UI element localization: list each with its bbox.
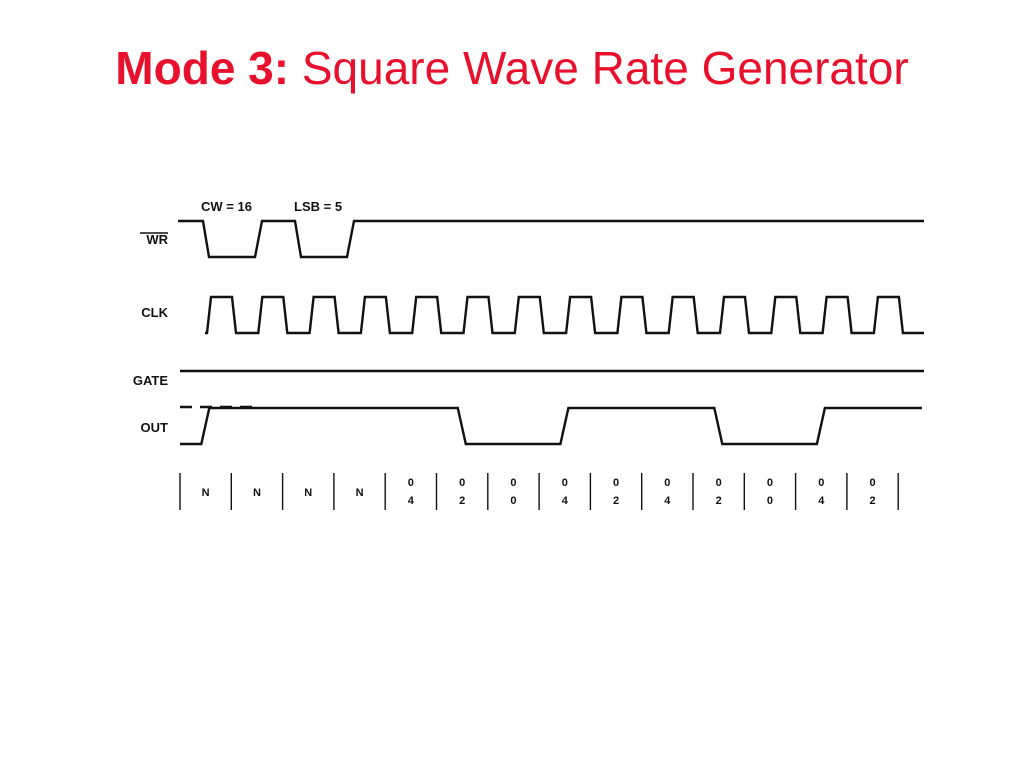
counter-value-low-byte: 4 [408, 495, 415, 507]
counter-value-low-byte: 4 [562, 495, 569, 507]
out-label: OUT [141, 420, 169, 435]
counter-value-low-byte: 2 [613, 495, 619, 507]
counter-value-high-byte: 0 [869, 477, 875, 489]
counter-value-low-byte: 2 [459, 495, 465, 507]
wr-waveform [178, 219, 924, 259]
counter-value-high-byte: 0 [408, 477, 414, 489]
gate-label: GATE [133, 373, 168, 388]
counter-value-low-byte: 4 [818, 495, 825, 507]
counter-cell: 04 [408, 477, 415, 507]
counter-value-high-byte: 0 [459, 477, 465, 489]
lsb-annotation: LSB = 5 [294, 199, 342, 214]
counter-value-low-byte: 0 [767, 495, 773, 507]
counter-value-low-byte: 0 [510, 495, 516, 507]
counter-value: N [202, 487, 210, 499]
control-word-annotation: CW = 16 [201, 199, 252, 214]
counter-cell: N [253, 487, 261, 499]
counter-cell: 04 [664, 477, 671, 507]
counter-cell: N [202, 487, 210, 499]
counter-value-low-byte: 2 [869, 495, 875, 507]
counter-cell: N [304, 487, 312, 499]
counter-value-high-byte: 0 [510, 477, 516, 489]
counter-cell: 02 [459, 477, 465, 507]
counter-cell: 04 [818, 477, 825, 507]
clk-waveform [205, 295, 924, 335]
counter-value-high-byte: 0 [613, 477, 619, 489]
title-mode: Mode 3: [115, 42, 290, 94]
counter-cell: 00 [767, 477, 773, 507]
counter-cell: 02 [716, 477, 722, 507]
counter-value-high-byte: 0 [767, 477, 773, 489]
counter-value: N [304, 487, 312, 499]
title-description: Square Wave Rate Generator [301, 42, 909, 94]
counter-value-low-byte: 4 [664, 495, 671, 507]
counter-value-high-byte: 0 [818, 477, 824, 489]
counter-value-high-byte: 0 [716, 477, 722, 489]
counter-value-low-byte: 2 [716, 495, 722, 507]
counter-value: N [356, 487, 364, 499]
counter-cell: 02 [613, 477, 619, 507]
counter-cell: 00 [510, 477, 516, 507]
clk-label: CLK [141, 305, 168, 320]
wr-label: WR [146, 232, 168, 247]
counter-cell: 02 [869, 477, 875, 507]
slide-title: Mode 3: Square Wave Rate Generator [0, 38, 1024, 98]
counter-value-high-byte: 0 [664, 477, 670, 489]
out-waveform [180, 406, 922, 446]
counter-cell: 04 [562, 477, 569, 507]
counter-value-high-byte: 0 [562, 477, 568, 489]
signal-labels: WR CLK GATE OUT [133, 232, 169, 435]
counter-value: N [253, 487, 261, 499]
counter-cell: N [356, 487, 364, 499]
